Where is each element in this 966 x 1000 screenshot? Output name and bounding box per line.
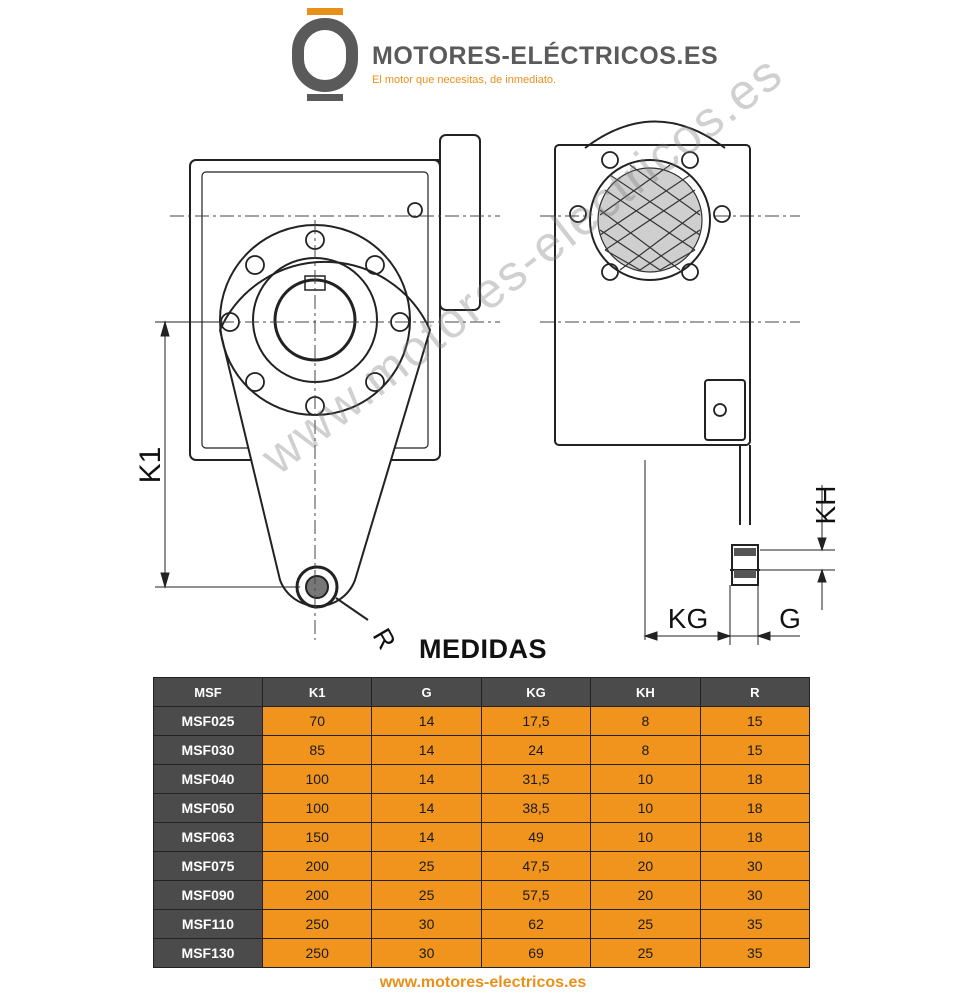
table-row: MSF075 200 25 47,5 20 30: [153, 851, 811, 881]
value-cell: 25: [590, 938, 701, 968]
model-cell: MSF110: [153, 909, 263, 939]
column-header: R: [699, 677, 811, 707]
value-cell: 10: [590, 764, 701, 794]
model-cell: MSF050: [153, 793, 263, 823]
value-cell: 69: [480, 938, 592, 968]
model-cell: MSF025: [153, 706, 263, 736]
value-cell: 30: [371, 938, 482, 968]
value-cell: 49: [480, 822, 592, 852]
input-flange: [439, 134, 481, 311]
value-cell: 150: [261, 822, 373, 852]
value-cell: 250: [261, 938, 373, 968]
value-cell: 25: [371, 851, 482, 881]
value-cell: 14: [371, 822, 482, 852]
footer-url[interactable]: www.motores-electricos.es: [379, 974, 587, 991]
value-cell: 57,5: [480, 880, 592, 910]
brand-logo: MOTORES-ELÉCTRICOS.ES El motor que neces…: [290, 8, 718, 108]
table-row: MSF030 85 14 24 8 15: [153, 735, 811, 765]
technical-drawing: K1 R: [134, 120, 841, 654]
model-cell: MSF040: [153, 764, 263, 794]
label-kh: KH: [810, 486, 841, 525]
value-cell: 20: [590, 851, 701, 881]
model-cell: MSF030: [153, 735, 263, 765]
value-cell: 85: [261, 735, 373, 765]
logo-mark-icon: [292, 8, 358, 101]
column-header: KH: [590, 677, 701, 707]
model-cell: MSF090: [153, 880, 263, 910]
table-row: MSF130 250 30 69 25 35: [153, 938, 811, 968]
value-cell: 15: [699, 735, 811, 765]
model-cell: MSF130: [153, 938, 263, 968]
column-header: MSF: [153, 677, 263, 707]
label-k1: K1: [134, 447, 167, 484]
value-cell: 20: [590, 880, 701, 910]
value-cell: 30: [699, 880, 811, 910]
table-row: MSF050 100 14 38,5 10 18: [153, 793, 811, 823]
brand-tagline: El motor que necesitas, de inmediato.: [372, 74, 557, 86]
value-cell: 100: [261, 793, 373, 823]
label-kg: KG: [668, 603, 708, 634]
value-cell: 10: [590, 793, 701, 823]
value-cell: 38,5: [480, 793, 592, 823]
page-title: MEDIDAS: [418, 634, 547, 664]
value-cell: 30: [699, 851, 811, 881]
table-row: MSF063 150 14 49 10 18: [153, 822, 811, 852]
model-cell: MSF063: [153, 822, 263, 852]
value-cell: 70: [261, 706, 373, 736]
value-cell: 47,5: [480, 851, 592, 881]
value-cell: 62: [480, 909, 592, 939]
value-cell: 8: [590, 735, 701, 765]
value-cell: 14: [371, 706, 482, 736]
table-row: MSF090 200 25 57,5 20 30: [153, 880, 811, 910]
value-cell: 15: [699, 706, 811, 736]
table-row: MSF110 250 30 62 25 35: [153, 909, 811, 939]
value-cell: 35: [699, 909, 811, 939]
value-cell: 18: [699, 793, 811, 823]
side-housing: [554, 144, 751, 446]
value-cell: 200: [261, 851, 373, 881]
value-cell: 35: [699, 938, 811, 968]
dimensions-table: MSF K1 G KG KH R MSF025 70 14 17,5 8 15 …: [153, 677, 811, 968]
model-cell: MSF075: [153, 851, 263, 881]
column-header: K1: [261, 677, 373, 707]
table-row: MSF025 70 14 17,5 8 15: [153, 706, 811, 736]
value-cell: 14: [371, 735, 482, 765]
label-g: G: [779, 603, 801, 634]
value-cell: 18: [699, 764, 811, 794]
value-cell: 8: [590, 706, 701, 736]
value-cell: 200: [261, 880, 373, 910]
value-cell: 30: [371, 909, 482, 939]
value-cell: 14: [371, 793, 482, 823]
brand-name: MOTORES-ELÉCTRICOS.ES: [372, 42, 719, 70]
value-cell: 18: [699, 822, 811, 852]
column-header: KG: [480, 677, 592, 707]
column-header: G: [371, 677, 482, 707]
value-cell: 25: [371, 880, 482, 910]
value-cell: 25: [590, 909, 701, 939]
value-cell: 31,5: [480, 764, 592, 794]
value-cell: 24: [480, 735, 592, 765]
value-cell: 100: [261, 764, 373, 794]
value-cell: 10: [590, 822, 701, 852]
value-cell: 250: [261, 909, 373, 939]
table-row: MSF040 100 14 31,5 10 18: [153, 764, 811, 794]
value-cell: 17,5: [480, 706, 592, 736]
table-header-row: MSF K1 G KG KH R: [153, 677, 811, 707]
value-cell: 14: [371, 764, 482, 794]
